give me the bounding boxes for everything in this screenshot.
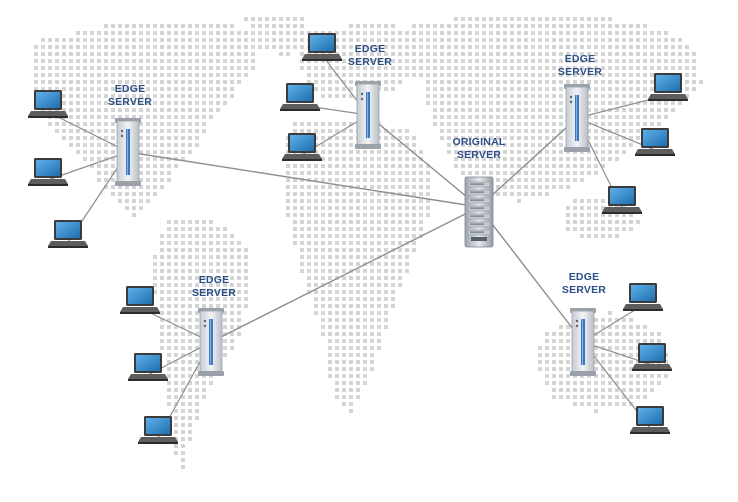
edge-server-label-line1: EDGE [115,83,146,95]
edge-to-client-link [47,111,129,153]
laptop-icon [138,416,178,444]
laptop-icon [632,343,672,371]
laptop-icon [28,90,68,118]
laptop-icon [602,186,642,214]
edge-server-label-line1: EDGE [565,53,596,65]
laptop-icon [28,158,68,186]
origin-to-edge-link [210,206,480,343]
edge-server-icon [564,84,590,152]
edge-server-label-line2: SERVER [558,66,602,78]
edge-server-label-line2: SERVER [562,284,606,296]
laptop-icon [282,133,322,161]
laptop-icon [648,73,688,101]
laptop-icon [302,33,342,61]
edge-server-label-line1: EDGE [355,43,386,55]
origin-to-edge-link [127,151,480,208]
edge-server-icon [115,118,141,186]
laptop-icon [48,220,88,248]
edge-server-label-line2: SERVER [348,56,392,68]
laptop-icon [280,83,320,111]
edge-server-icon [198,308,224,376]
edge-server-label-line1: EDGE [569,271,600,283]
laptop-icon [635,128,675,156]
edge-server-icon [570,308,596,376]
edge-server-label-line2: SERVER [192,287,236,299]
laptop-icon [630,406,670,434]
origin-server-label-line2: SERVER [457,149,501,161]
laptop-icon [120,286,160,314]
origin-to-edge-link [478,206,584,343]
origin-to-edge-link [478,117,578,208]
edge-server-icon [355,81,381,149]
edge-server-label-line1: EDGE [199,274,230,286]
laptop-icon [623,283,663,311]
laptop-icon [128,353,168,381]
edge-server-label-line2: SERVER [108,96,152,108]
origin-server-label-line1: ORIGINAL [453,136,506,148]
origin-to-edge-link [367,114,480,208]
origin-server-icon [464,176,494,248]
